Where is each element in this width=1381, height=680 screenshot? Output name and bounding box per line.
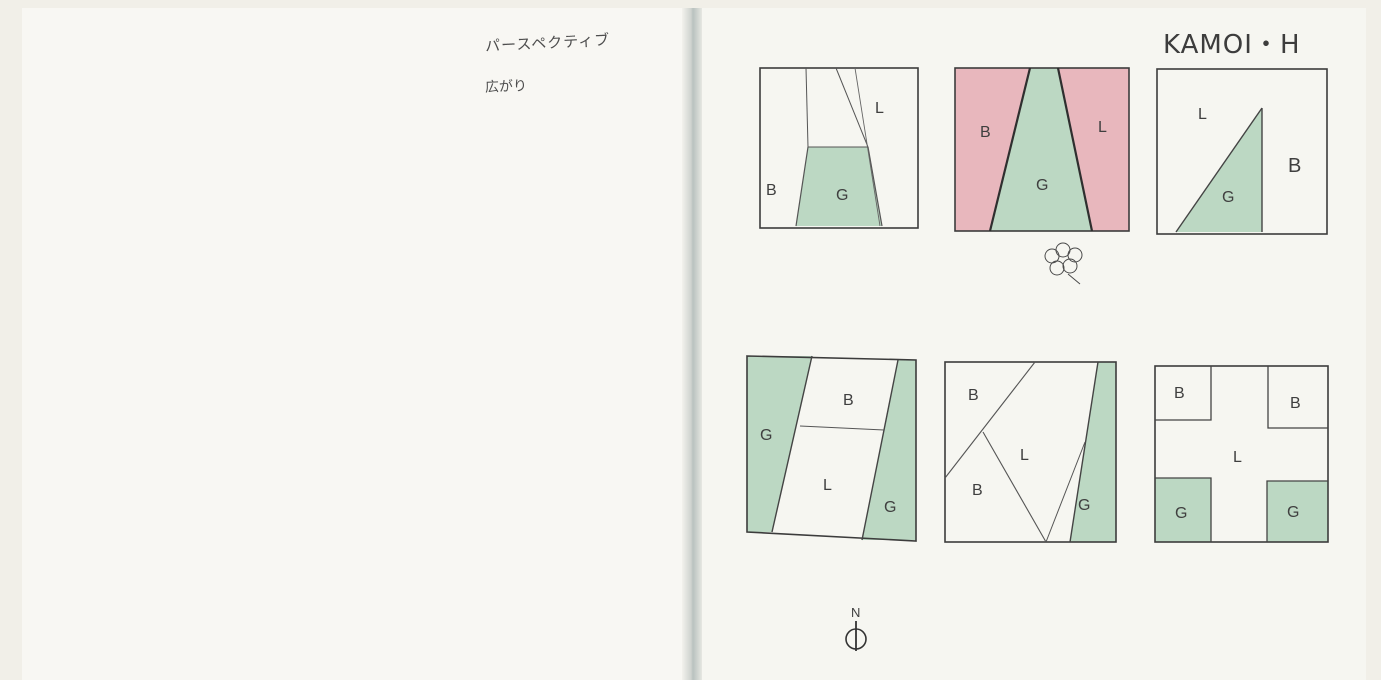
sketch-6-label: B <box>1174 385 1185 402</box>
sketch-1-label: G <box>836 187 848 204</box>
north-label: N <box>851 605 860 620</box>
sketch-5-garden-fill <box>1070 362 1116 542</box>
sketch-1-line <box>836 68 868 147</box>
sketch-4-label: L <box>823 477 832 494</box>
sketch-1: L B G <box>760 68 918 228</box>
sketch-3-label: G <box>1222 189 1234 206</box>
sketch-3: L B G <box>1157 69 1327 234</box>
north-arrow-icon: N <box>846 605 866 651</box>
sketch-5-line <box>983 432 1046 542</box>
sketch-6-label: G <box>1175 505 1187 522</box>
sketch-4: G B L G <box>747 356 916 541</box>
sketch-2-label: L <box>1098 119 1107 136</box>
sketch-6-label: G <box>1287 504 1299 521</box>
sketch-2-label: G <box>1036 177 1048 194</box>
sketch-3-label: L <box>1198 106 1207 123</box>
sketch-4-label: B <box>843 392 854 409</box>
sketch-1-line <box>806 68 808 147</box>
sketch-6-label: L <box>1233 449 1242 466</box>
sketch-5-label: B <box>972 482 983 499</box>
sketch-2: B L G <box>955 68 1129 284</box>
tree-doodle <box>1045 243 1082 284</box>
sketch-1-label: B <box>766 182 777 199</box>
sketch-4-garden-fill-left <box>747 356 812 532</box>
sketch-1-label: L <box>875 100 884 117</box>
sketch-3-label: B <box>1288 155 1301 177</box>
sketch-4-label: G <box>884 499 896 516</box>
sketch-2-label: B <box>980 124 991 141</box>
sketch-6: B B L G G <box>1155 366 1328 542</box>
sketch-5-label: L <box>1020 447 1029 464</box>
sketch-4-line <box>800 426 884 430</box>
sketch-6-label: B <box>1290 395 1301 412</box>
sketch-5: B L B G <box>945 362 1116 542</box>
sketch-5-label: G <box>1078 497 1090 514</box>
sketch-5-label: B <box>968 387 979 404</box>
sketch-4-label: G <box>760 427 772 444</box>
